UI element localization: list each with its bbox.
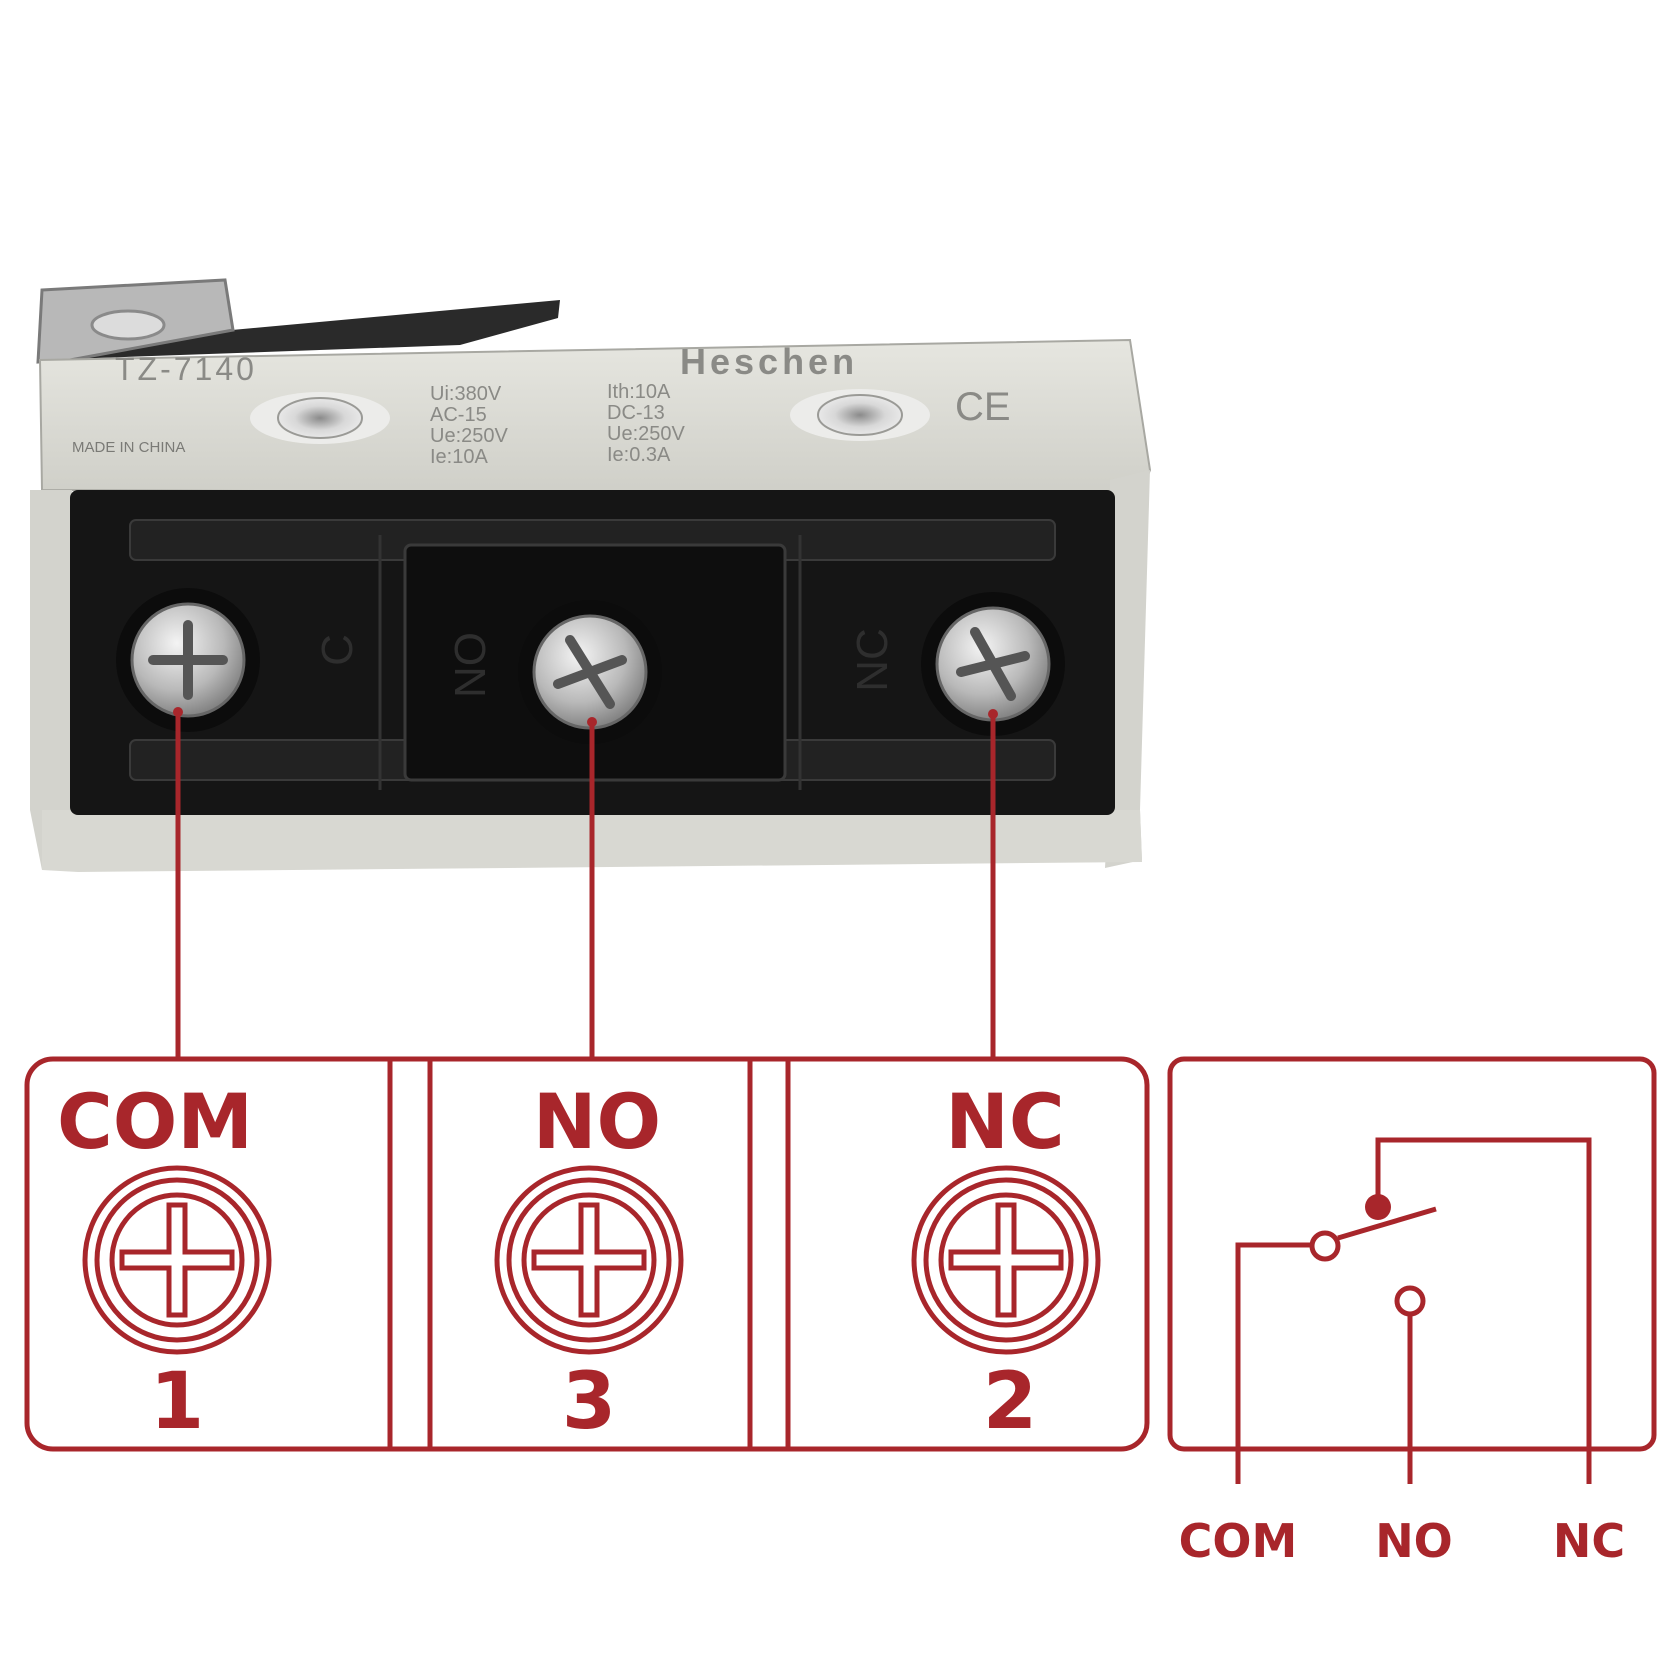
ratings-right: Ith:10A DC-13 Ue:250V Ie:0.3A [607, 381, 685, 466]
screw-com [116, 588, 260, 732]
model-text: TZ-7140 [115, 351, 257, 387]
made-in-text: MADE IN CHINA [72, 439, 185, 456]
terminal-label-nc: NC [848, 628, 897, 692]
screw-symbol-nc [911, 1165, 1101, 1355]
terminal-label-c: C [313, 634, 362, 666]
rating-right-4: Ie:0.3A [607, 444, 671, 466]
schematic-nc-contact [1365, 1194, 1391, 1220]
terminal-name-com: COM [57, 1077, 253, 1166]
mount-hole-right-inner [817, 394, 903, 436]
terminal-name-no: NO [533, 1077, 661, 1166]
schematic-labels: COM NO NC [1179, 1514, 1625, 1568]
screw-nc [921, 592, 1065, 736]
schematic-wire-com [1235, 1242, 1322, 1484]
housing-right-wall [1105, 470, 1150, 868]
leader-lines [173, 707, 998, 1057]
ratings-left: Ui:380V AC-15 Ue:250V Ie:10A [430, 383, 508, 468]
ce-mark: CE [955, 385, 1011, 429]
terminal-texts: COM NO NC 1 3 2 [57, 1077, 1065, 1447]
schematic-wire-nc [1375, 1137, 1592, 1484]
mount-hole-left-inner [277, 397, 363, 439]
terminal-name-nc: NC [945, 1077, 1064, 1166]
terminal-label-no: NO [446, 632, 495, 698]
terminal-diagram-frame [24, 1056, 1150, 1452]
schematic-label-com: COM [1179, 1514, 1298, 1568]
schematic [1167, 1056, 1657, 1484]
rating-right-1: Ith:10A [607, 381, 671, 403]
schematic-label-nc: NC [1553, 1514, 1625, 1568]
rating-left-4: Ie:10A [430, 446, 488, 468]
terminal-number-3: 3 [562, 1357, 616, 1447]
rating-left-3: Ue:250V [430, 425, 508, 447]
terminal-number-1: 1 [150, 1357, 204, 1447]
screw-symbol-com [82, 1165, 272, 1355]
housing-left-wall [30, 490, 78, 870]
schematic-com-contact [1309, 1230, 1341, 1262]
screw-symbol-no [494, 1165, 684, 1355]
terminal-number-2: 2 [983, 1357, 1037, 1447]
rating-right-2: DC-13 [607, 402, 665, 424]
schematic-blade [1337, 1206, 1437, 1241]
brand-text: Heschen [680, 341, 858, 382]
rating-right-3: Ue:250V [607, 423, 685, 445]
rating-left-1: Ui:380V [430, 383, 502, 405]
terminal-diagram [24, 1056, 1150, 1452]
screw-no [518, 600, 662, 744]
rating-left-2: AC-15 [430, 404, 487, 426]
lever-rivet [90, 309, 166, 341]
schematic-no-contact [1394, 1285, 1426, 1317]
schematic-label-no: NO [1375, 1514, 1453, 1568]
